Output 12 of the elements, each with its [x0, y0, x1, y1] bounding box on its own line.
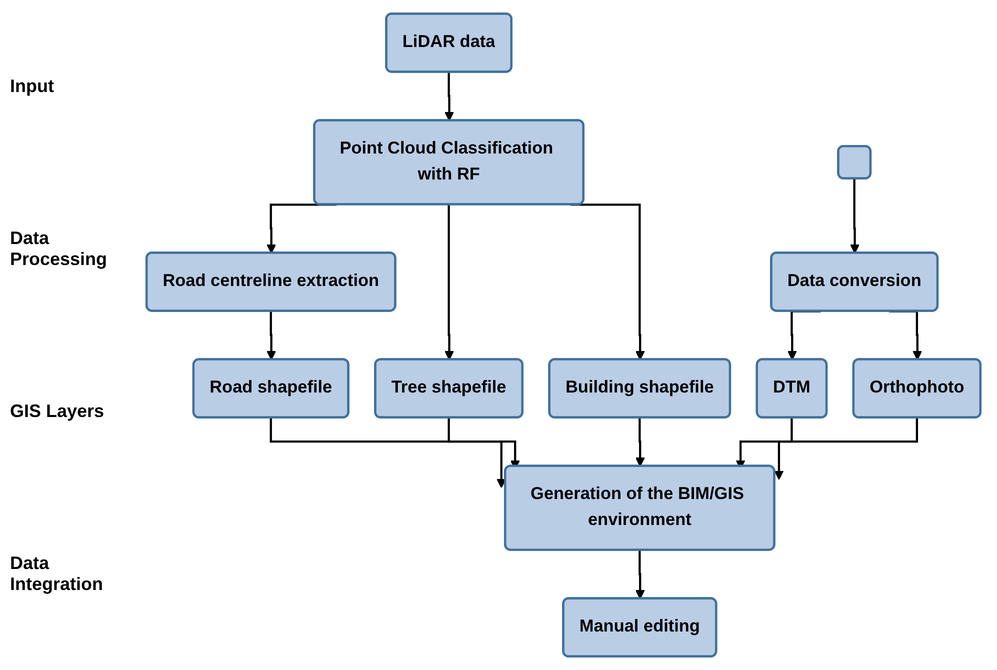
arrow [635, 416, 645, 467]
arrow [444, 71, 454, 122]
arrow [270, 416, 506, 488]
arrow [266, 310, 276, 360]
arrow [444, 204, 454, 360]
stage-label: Input [10, 76, 55, 96]
arrow [774, 416, 918, 480]
stage-label: Data Processing [10, 228, 108, 270]
arrow [850, 178, 860, 254]
arrow [635, 549, 645, 600]
stage-label: GIS Layers [10, 400, 106, 422]
stage-label: Data Integration [10, 552, 104, 594]
